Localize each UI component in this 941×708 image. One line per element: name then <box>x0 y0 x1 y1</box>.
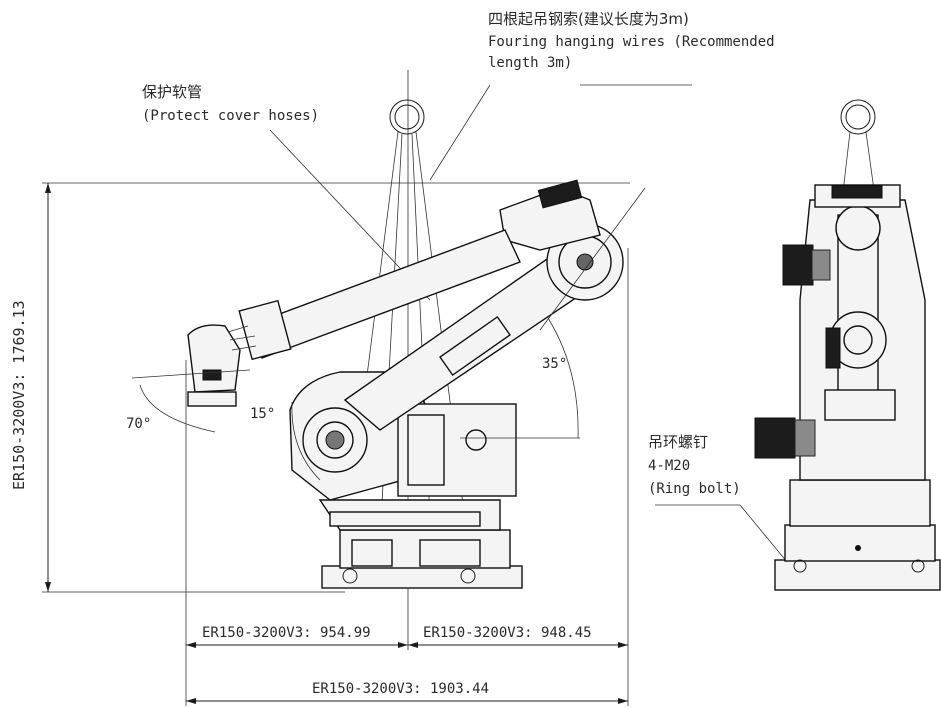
text-annotations: 四根起吊钢索(建议长度为3m) Fouring hanging wires (R… <box>10 10 775 697</box>
wires-label-cn: 四根起吊钢索(建议长度为3m) <box>488 10 689 28</box>
wires-label-en-1: Fouring hanging wires (Recommended <box>488 34 775 50</box>
hoses-label-cn: 保护软管 <box>142 83 202 101</box>
hoses-label-en: (Protect cover hoses) <box>142 108 319 124</box>
dimension-right-width: ER150-3200V3: 948.45 <box>423 625 592 641</box>
angle-wrist: 70° <box>126 416 151 432</box>
robot-side-view <box>131 179 646 589</box>
dimension-height: ER150-3200V3: 1769.13 <box>10 300 28 490</box>
bolt-label-cn: 吊环螺钉 <box>648 433 708 451</box>
robot-front-view <box>754 99 941 591</box>
wires-label-en-2: length 3m) <box>488 55 572 71</box>
dimension-total-width: ER150-3200V3: 1903.44 <box>312 681 489 697</box>
bolt-label-en: (Ring bolt) <box>648 481 741 497</box>
angle-lower: 15° <box>250 406 275 422</box>
angle-arm: 35° <box>542 356 567 372</box>
dimension-left-width: ER150-3200V3: 954.99 <box>202 625 371 641</box>
dimension-lines <box>42 70 630 706</box>
bolt-spec: 4-M20 <box>648 458 690 474</box>
